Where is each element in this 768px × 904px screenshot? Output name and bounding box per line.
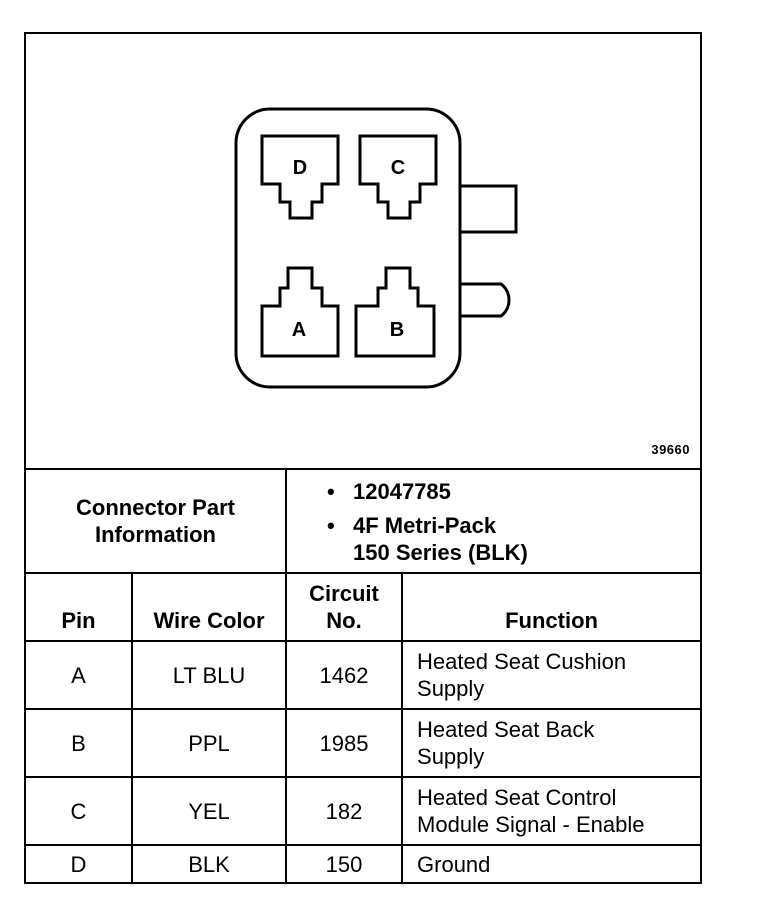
table-row: D BLK 150 Ground [26,844,701,883]
connector-sheet: D C A B 39660 Connector Part Information… [24,32,702,884]
locking-tab [460,184,518,234]
function-line1: Heated Seat Cushion [417,649,627,674]
function-line1: Heated Seat Back [417,717,595,742]
wire-color-cell: BLK [130,844,288,883]
table-row: C YEL 182 Heated Seat Control Module Sig… [26,776,701,846]
function-cell: Heated Seat Control Module Signal - Enab… [401,776,701,846]
table-row: A LT BLU 1462 Heated Seat Cushion Supply [26,640,701,710]
function-line2: Module Signal - Enable [417,812,645,837]
circuit-cell: 1985 [285,708,404,778]
connector-part-label: Connector Part Information [26,468,288,574]
pin-label-b: B [390,319,404,341]
part-number: 12047785 [353,479,451,504]
connector-part-values: • 12047785 • 4F Metri-Pack 150 Series (B… [285,468,701,574]
header-pin: Pin [26,572,133,642]
function-line1: Ground [417,852,491,877]
function-line2: Supply [417,744,485,769]
function-cell: Heated Seat Cushion Supply [401,640,701,710]
wire-color-cell: YEL [130,776,288,846]
cavity-a [260,266,340,358]
header-circuit-line2: No. [326,608,362,633]
header-circuit-line1: Circuit [309,581,379,606]
connector-face-drawing: D C A B [234,107,518,389]
table-row: B PPL 1985 Heated Seat Back Supply [26,708,701,778]
rounded-key [460,282,511,318]
header-wire-color: Wire Color [130,572,288,642]
function-line2: Supply [417,676,485,701]
pin-cell: B [26,708,133,778]
figure-number: 39660 [651,442,690,457]
function-line1: Heated Seat Control [417,785,617,810]
connector-part-label-line2: Information [95,522,216,547]
circuit-cell: 182 [285,776,404,846]
function-cell: Ground [401,844,701,883]
pin-cell: D [26,844,133,883]
circuit-cell: 1462 [285,640,404,710]
wire-color-cell: PPL [130,708,288,778]
pin-label-a: A [292,319,306,341]
wire-color-cell: LT BLU [130,640,288,710]
pin-cell: A [26,640,133,710]
bullet: • [327,479,335,504]
pin-label-c: C [391,157,405,179]
connector-type-line1: 4F Metri-Pack [353,513,497,538]
connector-diagram: D C A B 39660 [26,34,700,468]
cavity-c [358,134,438,220]
connector-type-line2: 150 Series (BLK) [353,540,528,565]
pin-cell: C [26,776,133,846]
connector-part-row: Connector Part Information • 12047785 • … [26,468,701,574]
cavity-b [354,266,436,358]
circuit-cell: 150 [285,844,404,883]
bullet: • [327,513,335,538]
connector-type-item: • 4F Metri-Pack 150 Series (BLK) [327,512,700,566]
connector-part-label-line1: Connector Part [76,495,235,520]
part-number-item: • 12047785 [327,478,700,505]
connector-body [234,107,462,389]
header-function: Function [401,572,701,642]
header-circuit-no: Circuit No. [285,572,404,642]
function-cell: Heated Seat Back Supply [401,708,701,778]
header-row: Pin Wire Color Circuit No. Function [26,572,701,642]
pinout-table: Connector Part Information • 12047785 • … [26,468,701,883]
cavity-d [260,134,340,220]
pin-label-d: D [293,157,307,179]
